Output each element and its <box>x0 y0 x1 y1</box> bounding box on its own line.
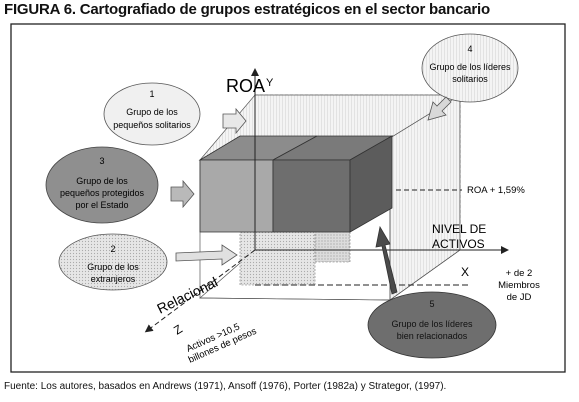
group-1-line1: Grupo de los <box>126 107 178 117</box>
z-axis <box>144 249 256 333</box>
x-axis-label-line1: NIVEL DE <box>432 222 486 236</box>
figure-title: FIGURA 6. Cartografiado de grupos estrat… <box>4 1 490 18</box>
lower-block-right <box>314 231 351 263</box>
group-4-number: 4 <box>467 44 472 54</box>
group-2-line2: extranjeros <box>91 274 136 284</box>
group-2-ellipse <box>58 233 168 291</box>
y-axis-label: ROA <box>226 76 265 96</box>
upper-right-cube-front <box>272 159 351 233</box>
group-1-number: 1 <box>149 89 154 99</box>
upper-left-cube-front <box>199 159 274 233</box>
x-axis-label-line2: ACTIVOS <box>432 237 485 251</box>
group-2-arrow <box>175 244 238 266</box>
group-1-line2: pequeños solitarios <box>113 120 191 130</box>
group-3-ellipse <box>45 146 159 224</box>
jd-threshold-line3: de JD <box>507 292 532 303</box>
group-1-arrow <box>222 107 247 135</box>
box-front-bottom-edge <box>199 297 391 301</box>
group-4-ellipse <box>421 33 519 103</box>
group-1: 1 Grupo de los pequeños solitarios <box>103 82 201 146</box>
group-1-ellipse <box>103 82 201 146</box>
group-4-line2: solitarios <box>452 74 488 84</box>
group-5-line1: Grupo de los líderes <box>391 319 473 329</box>
group-4-arrow <box>427 96 452 121</box>
group-5-arrow <box>375 225 398 295</box>
group-5-number: 5 <box>429 299 434 309</box>
x-axis-letter: X <box>461 265 469 279</box>
group-5: 5 Grupo de los líderes bien relacionados <box>367 291 497 359</box>
group-3-arrow <box>170 179 195 209</box>
group-5-line2: bien relacionados <box>397 331 468 341</box>
figure-source: Fuente: Los autores, basados en Andrews … <box>4 381 447 392</box>
group-2: 2 Grupo de los extranjeros <box>58 233 168 291</box>
upper-right-cube-side <box>349 135 393 233</box>
group-3-line1: Grupo de los <box>76 176 128 186</box>
jd-threshold-line1: + de 2 <box>506 268 533 279</box>
y-axis-letter: Y <box>266 77 274 89</box>
group-4: 4 Grupo de los líderes solitarios <box>421 33 519 103</box>
group-4-line1: Grupo de los líderes <box>429 62 511 72</box>
group-5-ellipse <box>367 291 497 359</box>
roa-threshold-label: ROA + 1,59% <box>467 185 525 196</box>
group-3: 3 Grupo de los pequeños protegidos por e… <box>45 146 159 224</box>
lower-block-left <box>239 231 316 286</box>
group-2-number: 2 <box>110 244 115 254</box>
group-2-line1: Grupo de los <box>87 262 139 272</box>
group-3-line3: por el Estado <box>75 200 128 210</box>
group-3-line2: pequeños protegidos <box>60 188 145 198</box>
jd-threshold-line2: Miembros <box>498 280 540 291</box>
group-3-number: 3 <box>99 156 104 166</box>
